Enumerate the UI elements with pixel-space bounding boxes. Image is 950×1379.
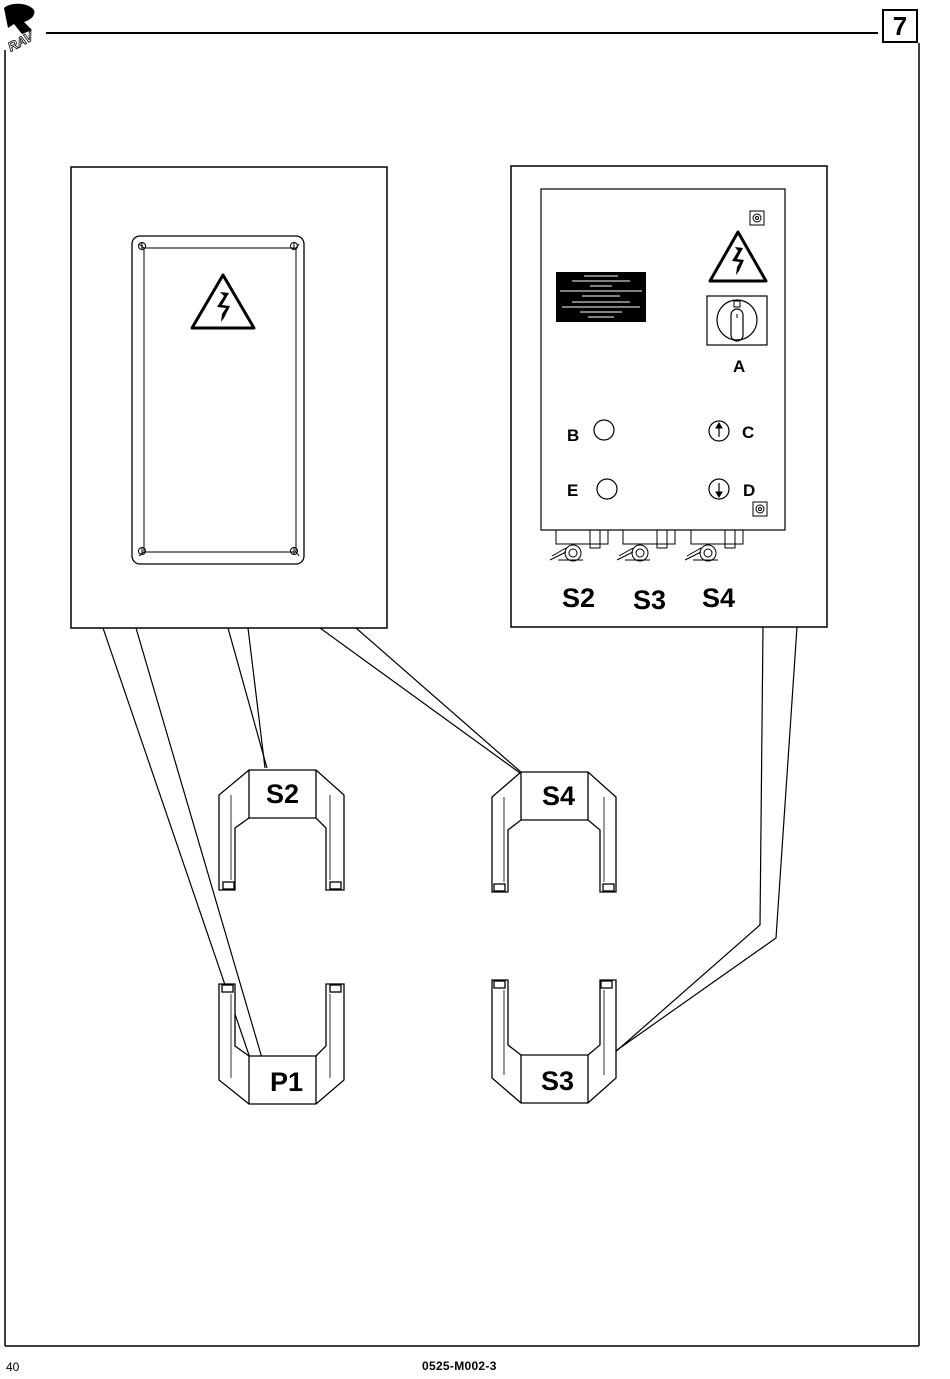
part-label-s4: S4 — [542, 781, 575, 811]
logo-text: RAV — [5, 28, 37, 54]
right-control-panel — [511, 166, 827, 627]
left-enclosure-panel — [71, 167, 387, 628]
label-b: B — [567, 426, 579, 445]
rav-logo: RAV — [4, 4, 37, 55]
label-d: D — [743, 481, 755, 500]
chapter-badge: 7 — [882, 9, 918, 43]
connector-label-s2: S2 — [562, 583, 595, 613]
part-label-s2: S2 — [266, 779, 299, 809]
connector-label-s3: S3 — [633, 585, 666, 615]
label-plate — [556, 272, 646, 322]
leader-lines — [103, 627, 797, 1068]
label-c: C — [742, 423, 754, 442]
part-label-p1: P1 — [270, 1067, 303, 1097]
part-label-s3: S3 — [541, 1066, 574, 1096]
footer-page-number: 40 — [6, 1360, 19, 1374]
label-e: E — [567, 481, 578, 500]
connector-label-s4: S4 — [702, 583, 735, 613]
footer-document-code: 0525-M002-3 — [422, 1359, 497, 1373]
label-a: A — [733, 357, 745, 376]
